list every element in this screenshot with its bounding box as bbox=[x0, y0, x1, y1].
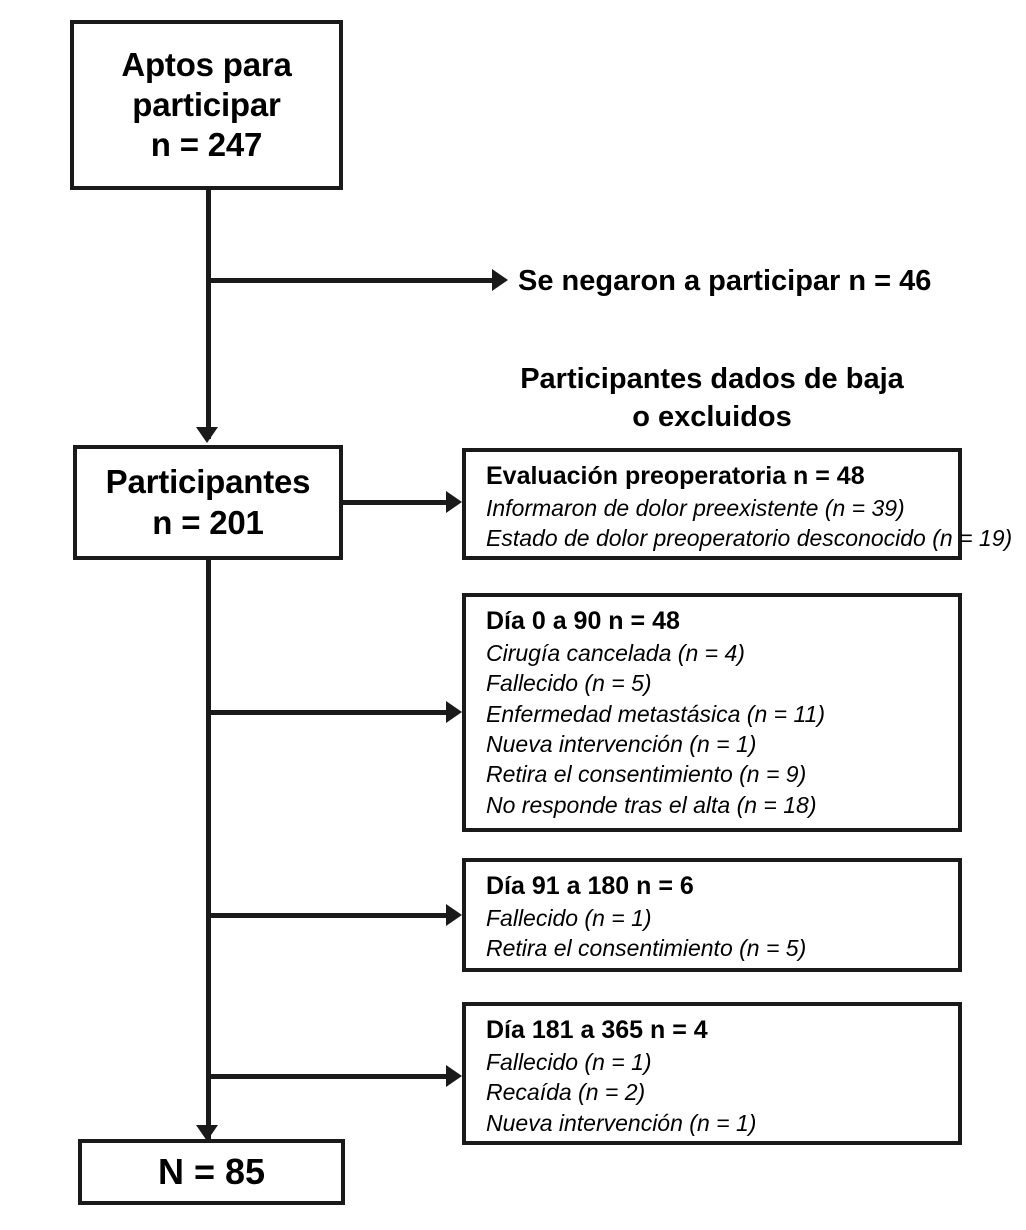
exclusion-item: Informaron de dolor preexistente (n = 39… bbox=[486, 495, 905, 521]
arrowhead-right-day-181-365-icon bbox=[446, 1065, 462, 1087]
label-excluded-header-line2: o excluidos bbox=[632, 401, 792, 434]
exclusion-item: Recaída (n = 2) bbox=[486, 1079, 646, 1106]
exclusion-heading: Día 181 a 365 n = 4 bbox=[486, 1016, 708, 1044]
exclusion-heading: Evaluación preoperatoria n = 48 bbox=[486, 462, 865, 490]
connector-participants-to-final bbox=[206, 560, 211, 1145]
exclusion-box-day-181-365: Día 181 a 365 n = 4 Fallecido (n = 1) Re… bbox=[462, 1002, 962, 1145]
exclusion-box-day-91-180: Día 91 a 180 n = 6 Fallecido (n = 1) Ret… bbox=[462, 858, 962, 972]
exclusion-item: Retira el consentimiento (n = 5) bbox=[486, 935, 807, 962]
exclusion-heading: Día 91 a 180 n = 6 bbox=[486, 872, 694, 900]
label-refused: Se negaron a participar n = 46 bbox=[518, 265, 932, 297]
exclusion-item: Estado de dolor preoperatorio desconocid… bbox=[486, 525, 1013, 552]
exclusion-item: Nueva intervención (n = 1) bbox=[486, 1109, 757, 1136]
node-eligible-line3: n = 247 bbox=[150, 126, 263, 164]
arrowhead-down-participants-icon bbox=[196, 427, 218, 443]
arrowhead-right-day-0-90-icon bbox=[446, 701, 462, 723]
exclusion-item: Nueva intervención (n = 1) bbox=[486, 731, 757, 758]
node-participants-box: Participantes n = 201 bbox=[73, 445, 343, 560]
connector-day-181-365 bbox=[206, 1074, 454, 1079]
node-participants-line2: n = 201 bbox=[152, 503, 264, 541]
node-final-box: N = 85 bbox=[78, 1139, 345, 1205]
exclusion-item: Enfermedad metastásica (n = 11) bbox=[486, 700, 825, 727]
node-eligible-box: Aptos para participar n = 247 bbox=[70, 20, 343, 190]
exclusion-heading: Día 0 a 90 n = 48 bbox=[486, 607, 680, 635]
node-participants-line1: Participantes bbox=[105, 463, 311, 501]
label-excluded-header: Participantes dados de baja o excluidos bbox=[460, 360, 964, 437]
exclusion-box-day-0-90: Día 0 a 90 n = 48 Cirugía cancelada (n =… bbox=[462, 593, 962, 832]
arrowhead-right-preop-icon bbox=[446, 491, 462, 513]
node-final-line1: N = 85 bbox=[157, 1151, 266, 1193]
label-excluded-header-line1: Participantes dados de baja bbox=[520, 363, 904, 395]
arrowhead-right-day-91-180-icon bbox=[446, 904, 462, 926]
exclusion-item: Retira el consentimiento (n = 9) bbox=[486, 761, 807, 788]
exclusion-item: Fallecido (n = 5) bbox=[486, 670, 652, 697]
arrowhead-right-refused-icon bbox=[492, 269, 508, 291]
connector-day-91-180 bbox=[206, 913, 454, 918]
connector-refused bbox=[206, 278, 494, 283]
node-eligible-line1: Aptos para bbox=[121, 45, 292, 83]
connector-preop bbox=[343, 500, 454, 505]
connector-day-0-90 bbox=[206, 710, 454, 715]
connector-eligible-to-participants bbox=[206, 190, 211, 439]
exclusion-item: Cirugía cancelada (n = 4) bbox=[486, 640, 745, 666]
node-eligible-line2: participar bbox=[132, 85, 281, 123]
arrowhead-down-final-icon bbox=[196, 1125, 218, 1141]
exclusion-box-preop: Evaluación preoperatoria n = 48 Informar… bbox=[462, 448, 1013, 560]
exclusion-item: No responde tras el alta (n = 18) bbox=[486, 791, 817, 818]
exclusion-item: Fallecido (n = 1) bbox=[486, 1049, 652, 1075]
exclusion-item: Fallecido (n = 1) bbox=[486, 905, 652, 931]
